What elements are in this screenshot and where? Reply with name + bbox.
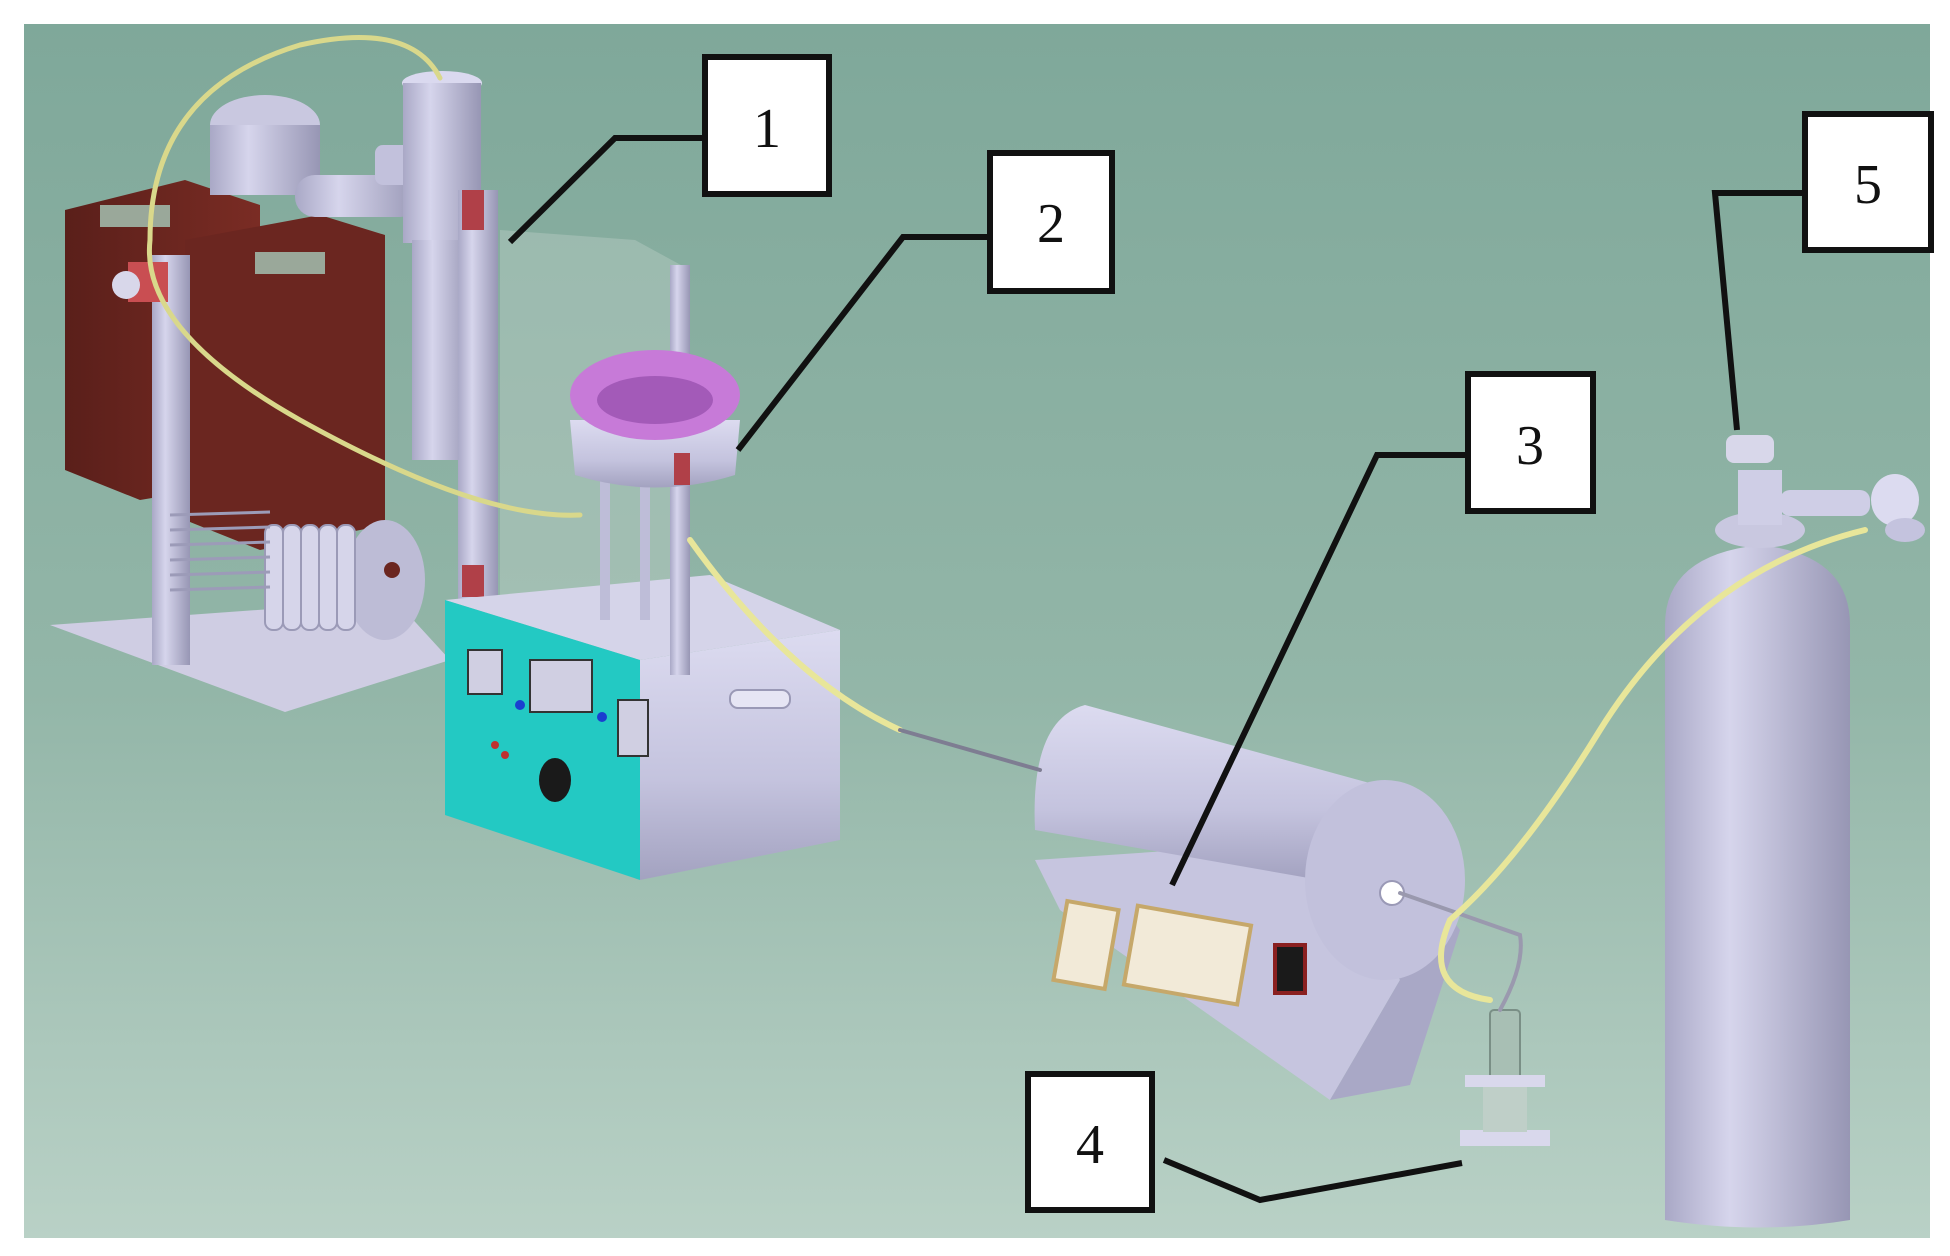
cylinder-valve xyxy=(1738,470,1782,525)
callout-label: 1 xyxy=(753,98,781,160)
pump-end xyxy=(345,520,425,640)
leader-line-5 xyxy=(1711,190,1805,431)
cylinder-neck xyxy=(1715,512,1805,548)
furnace-meter xyxy=(1121,903,1254,1007)
crucible-rim xyxy=(597,376,713,424)
flask-plate-bottom xyxy=(1460,1130,1550,1146)
cabinet-front xyxy=(185,215,385,550)
support-rod xyxy=(600,470,610,620)
cylinder-body xyxy=(1665,545,1850,1228)
callouts: 1 2 3 4 5 xyxy=(507,54,1934,1213)
callout-label: 3 xyxy=(1516,415,1544,477)
panel-meter xyxy=(617,699,649,757)
red-collar xyxy=(462,565,484,597)
callout-box xyxy=(987,150,1115,294)
callout-box xyxy=(1465,371,1596,514)
tube-furnace xyxy=(1034,705,1465,1100)
valve-knob xyxy=(1726,435,1774,463)
tube-top-loop xyxy=(146,34,583,518)
callout-box xyxy=(1025,1071,1155,1213)
leader-line-2 xyxy=(735,234,990,452)
indicator-light xyxy=(491,741,499,749)
clamp-knob xyxy=(112,271,140,299)
gas-cylinder xyxy=(1665,435,1925,1228)
furnace-meter xyxy=(1051,898,1121,992)
callout-box xyxy=(702,54,832,197)
tube-metal-segment xyxy=(898,728,1042,772)
callout-box xyxy=(1802,111,1934,253)
flask-plate-top xyxy=(1465,1075,1545,1087)
indicator-light xyxy=(597,712,607,722)
side-column xyxy=(458,190,498,600)
red-collar xyxy=(462,190,484,230)
callout-label: 2 xyxy=(1037,193,1065,255)
gas-tubing xyxy=(146,34,1868,1012)
tube-furnace-to-flask xyxy=(1398,891,1523,1012)
callout-3: 3 xyxy=(1465,371,1596,514)
indicator-light xyxy=(501,751,509,759)
callout-label: 5 xyxy=(1854,154,1882,216)
cabinet-handle xyxy=(729,689,791,709)
cabinet-side xyxy=(640,630,840,880)
crucible-assembly xyxy=(570,265,740,675)
support-rod xyxy=(640,480,650,620)
tube-cylinder-to-flask xyxy=(1438,527,1868,1003)
red-collar xyxy=(674,453,690,485)
control-cabinet xyxy=(445,575,840,880)
tube-cabinet-to-furnace xyxy=(687,537,903,733)
column-left xyxy=(152,255,190,665)
callout-1: 1 xyxy=(702,54,832,197)
pump-fins xyxy=(264,524,356,631)
leader-line-1 xyxy=(507,135,705,245)
panel-meter xyxy=(467,649,503,695)
callout-4: 4 xyxy=(1025,1071,1155,1213)
regulator-arm xyxy=(1780,490,1870,516)
callout-2: 2 xyxy=(987,150,1115,294)
flask-stand xyxy=(1483,1087,1527,1132)
callout-5: 5 xyxy=(1802,111,1934,253)
cabinet-label xyxy=(255,252,325,274)
furnace-switch xyxy=(1273,943,1307,995)
panel-meter xyxy=(529,659,593,713)
indicator-light xyxy=(515,700,525,710)
horizontal-pipe xyxy=(295,175,420,217)
radiator-rack xyxy=(169,510,271,592)
pump-port xyxy=(384,562,400,578)
regulator-gauge xyxy=(1885,518,1925,542)
callout-label: 4 xyxy=(1076,1114,1104,1176)
leader-line-4 xyxy=(1162,1157,1463,1204)
furnace-end-cap xyxy=(1305,780,1465,980)
bubbler-flask xyxy=(1460,1009,1550,1146)
regulator-gauge xyxy=(1871,474,1919,526)
crucible-ring xyxy=(570,420,740,488)
leader-line-3 xyxy=(1169,452,1468,887)
cabinet-label xyxy=(100,205,170,227)
rotary-knob xyxy=(539,758,571,802)
